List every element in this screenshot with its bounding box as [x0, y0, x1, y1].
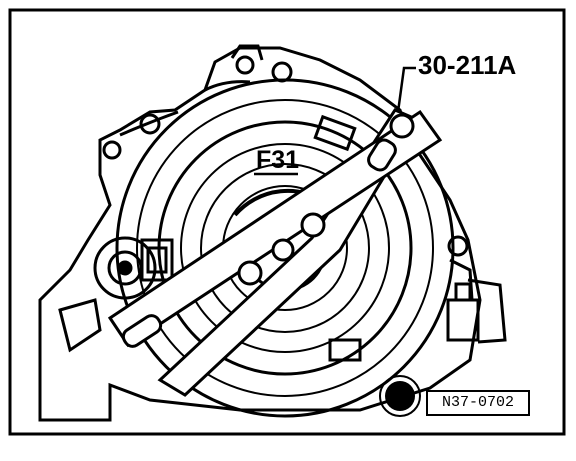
fixture-holes	[121, 113, 415, 348]
tool-leader-line	[396, 66, 416, 113]
figure-id-box: N37-0702	[426, 390, 530, 416]
left-bracket	[58, 236, 174, 353]
part-callout-label: F31	[256, 146, 300, 174]
tool-callout-label: 30-211A	[418, 50, 517, 80]
bottom-bolt	[379, 375, 421, 417]
transmission-housing	[38, 44, 482, 422]
right-connector	[446, 278, 507, 344]
bolt-icon	[385, 381, 415, 411]
upper-pad	[313, 114, 362, 362]
